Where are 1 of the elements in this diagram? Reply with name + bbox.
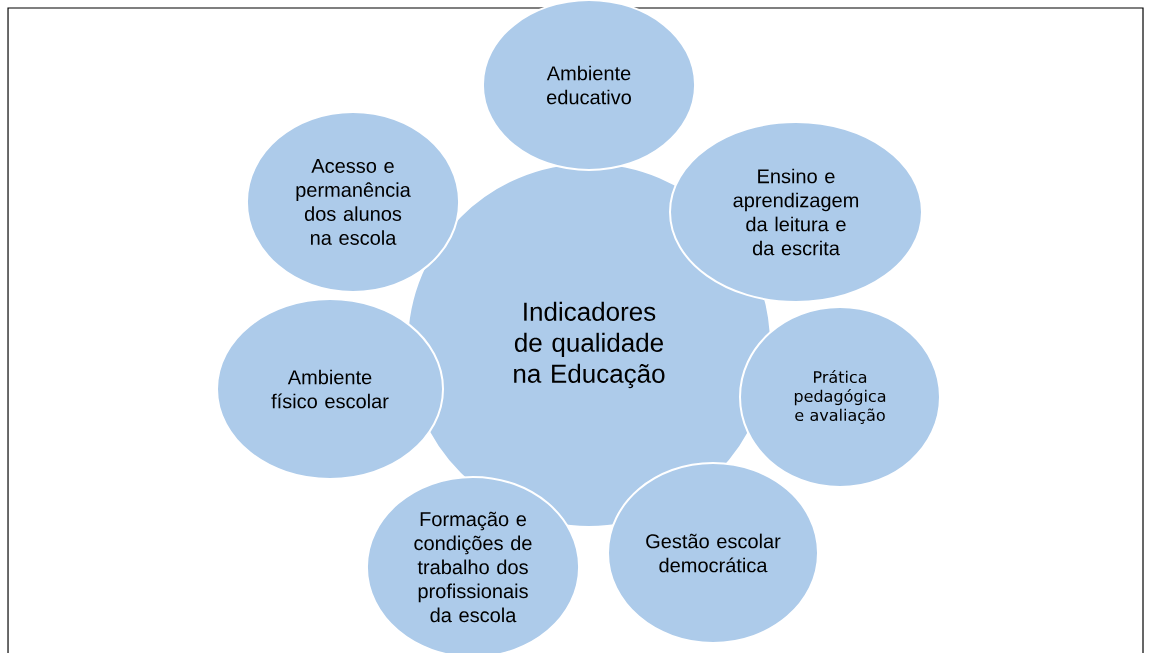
- node-label: Gestão escolar democrática: [646, 533, 781, 573]
